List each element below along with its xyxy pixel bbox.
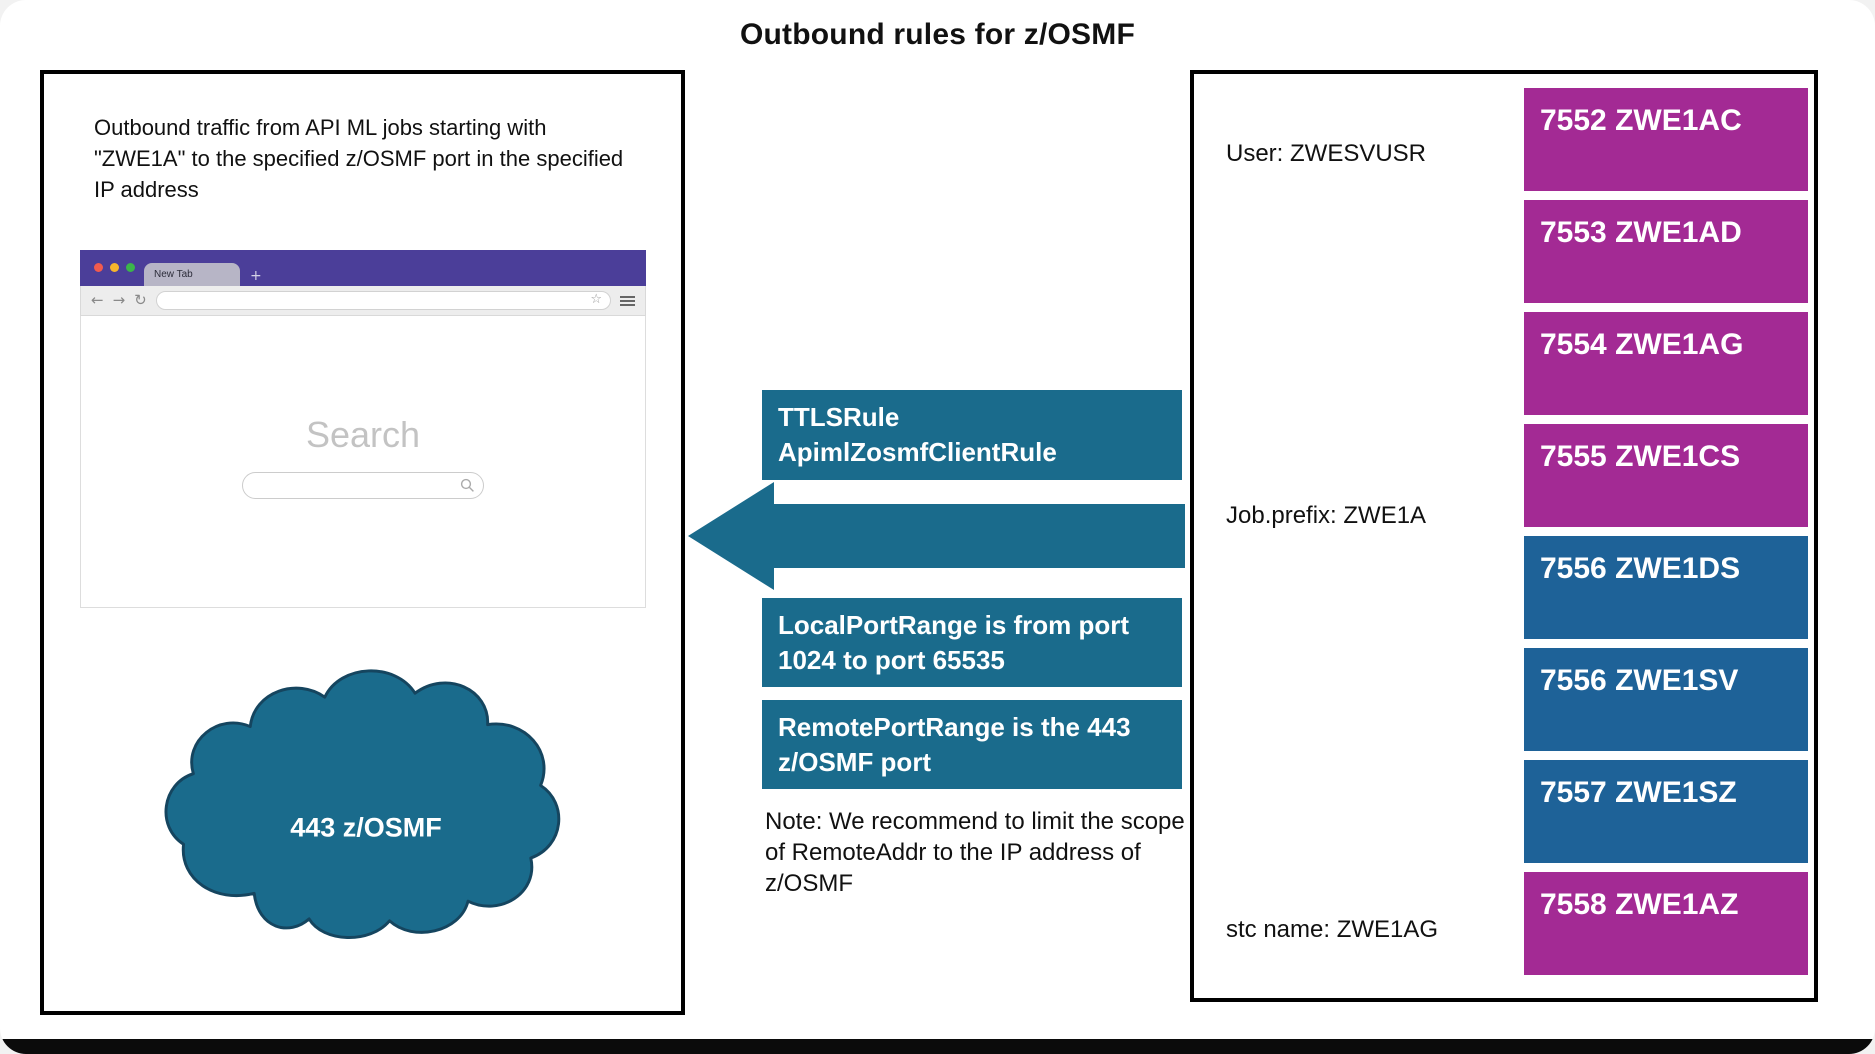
browser-tab[interactable]: New Tab xyxy=(144,263,240,286)
forward-icon[interactable]: → xyxy=(112,291,126,309)
local-port-range-box: LocalPortRange is from port 1024 to port… xyxy=(762,598,1182,688)
port-label: 7555 ZWE1CS xyxy=(1540,440,1741,473)
tab-label: New Tab xyxy=(154,269,193,280)
outbound-traffic-description: Outbound traffic from API ML jobs starti… xyxy=(94,115,624,203)
window-controls xyxy=(94,263,135,272)
reload-icon[interactable]: ↻ xyxy=(134,291,147,309)
left-panel: Outbound traffic from API ML jobs starti… xyxy=(40,70,685,1015)
port-box: 7557 ZWE1SZ xyxy=(1524,760,1808,863)
right-panel: User: ZWESVUSR Job.prefix: ZWE1A stc nam… xyxy=(1190,70,1818,1002)
stc-name-label: stc name: ZWE1AG xyxy=(1226,916,1439,943)
new-tab-icon[interactable]: + xyxy=(250,268,262,284)
bottom-edge-bar xyxy=(0,1039,1875,1054)
browser-toolbar: ← → ↻ ☆ xyxy=(80,286,646,316)
browser-title-bar: New Tab + xyxy=(80,250,646,286)
port-box: 7558 ZWE1AZ xyxy=(1524,872,1808,975)
menu-icon[interactable] xyxy=(620,295,635,306)
search-icon xyxy=(460,478,474,492)
remote-addr-note: Note: We recommend to limit the scope of… xyxy=(765,808,1185,898)
port-box: 7556 ZWE1SV xyxy=(1524,648,1808,751)
port-label: 7558 ZWE1AZ xyxy=(1540,888,1739,921)
port-label: 7553 ZWE1AD xyxy=(1540,216,1742,249)
bookmark-star-icon[interactable]: ☆ xyxy=(590,292,602,307)
minimize-window-icon[interactable] xyxy=(110,263,119,272)
left-arrow-icon xyxy=(688,482,1185,590)
close-window-icon[interactable] xyxy=(94,263,103,272)
cloud-port-label: 443 z/OSMF xyxy=(290,812,442,843)
zosmf-cloud: 443 z/OSMF xyxy=(160,640,572,976)
user-label: User: ZWESVUSR xyxy=(1226,140,1427,167)
port-box: 7556 ZWE1DS xyxy=(1524,536,1808,639)
browser-mockup: New Tab + ← → ↻ ☆ Search xyxy=(80,250,646,608)
remote-port-range-box: RemotePortRange is the 443 z/OSMF port xyxy=(762,700,1182,790)
port-label: 7552 ZWE1AC xyxy=(1540,104,1742,137)
cloud-shape-icon xyxy=(164,669,561,939)
search-heading: Search xyxy=(305,414,421,455)
search-input[interactable] xyxy=(242,472,484,499)
address-bar[interactable]: ☆ xyxy=(155,291,611,310)
maximize-window-icon[interactable] xyxy=(126,263,135,272)
page-title: Outbound rules for z/OSMF xyxy=(740,18,1135,51)
job-prefix-label: Job.prefix: ZWE1A xyxy=(1226,502,1427,529)
port-stack: 7552 ZWE1AC 7553 ZWE1AD 7554 ZWE1AG 7555 ZW… xyxy=(1524,88,1808,975)
browser-content: Search xyxy=(80,316,646,608)
port-label: 7556 ZWE1SV xyxy=(1540,664,1739,697)
port-box: 7553 ZWE1AD xyxy=(1524,200,1808,303)
port-box: 7554 ZWE1AG xyxy=(1524,312,1808,415)
back-icon[interactable]: ← xyxy=(91,291,104,309)
port-box: 7555 ZWE1CS xyxy=(1524,424,1808,527)
port-box: 7552 ZWE1AC xyxy=(1524,88,1808,191)
port-label: 7556 ZWE1DS xyxy=(1540,552,1741,585)
ttls-rule-box: TTLSRule ApimlZosmfClientRule xyxy=(762,390,1182,480)
port-label: 7557 ZWE1SZ xyxy=(1540,776,1737,809)
port-label: 7554 ZWE1AG xyxy=(1540,328,1744,361)
